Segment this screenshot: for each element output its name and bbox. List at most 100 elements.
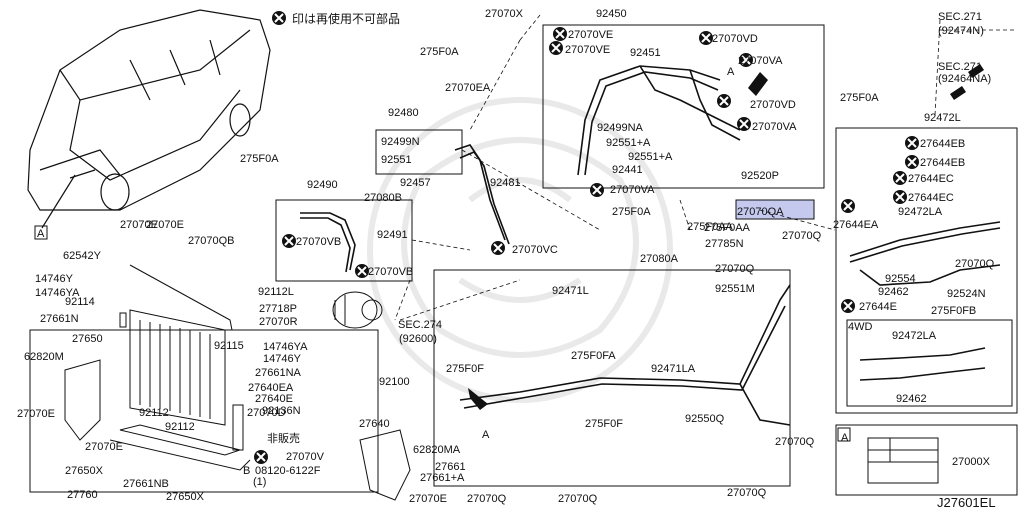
box-a-detail [837,427,851,442]
part-label: 27070EA [445,82,491,94]
no-reuse-icon [905,155,919,169]
part-label: 27080A [640,253,679,265]
part-label: 27785N [705,238,744,250]
box-92490 [275,199,413,282]
part-label: 08120-6122F [255,465,321,477]
part-label: 27000X [952,456,991,468]
no-reuse-icon [282,234,296,248]
part-label: 27070Q [558,493,598,505]
part-label: A [727,66,735,78]
part-label: 27070VA [752,121,797,133]
part-label: (92600) [399,333,437,345]
label-plate [867,437,939,484]
part-label: 27718P [259,303,297,315]
highlight-27070qa [735,199,815,220]
part-label: 27644EC [908,173,954,185]
part-label: 27640 [359,418,390,430]
watermark [367,97,673,403]
part-label: 27070Q [727,487,767,499]
box-detail-a [835,424,1018,496]
part-label: 27070X [485,8,524,20]
part-label: 27070D [247,407,286,419]
no-reuse-icon [355,264,369,278]
box-92480 [375,129,463,175]
part-label: 92490 [307,179,338,191]
part-label: 14746Y [35,273,74,285]
part-label: 92499NA [597,122,644,134]
part-label: 27650X [166,491,205,503]
vehicle-illustration [27,9,271,229]
part-label: 4WD [848,321,873,333]
callout-boxes [29,24,1018,496]
part-label: 92462 [896,393,927,405]
part-label: 27644EC [908,192,954,204]
part-label: 27644EB [920,138,965,150]
part-label: 27080B [364,192,402,204]
part-label: 92472LA [892,330,937,342]
part-label: 27070VB [296,236,341,248]
part-label: 27070E [146,219,184,231]
part-label: 27070E [85,441,123,453]
part-label: 27661NA [255,367,302,379]
part-label: 27760 [67,489,98,501]
part-label: (1) [253,476,266,488]
part-label: 27070VE [565,44,610,56]
part-label: 27070V [286,451,325,463]
part-label: 27070E [120,219,158,231]
part-label: 27640E [255,393,293,405]
no-reuse-icon [590,183,604,197]
part-label: 27070Q [955,258,995,270]
part-label: 92450 [596,8,627,20]
part-label: 27644EA [833,219,879,231]
no-reuse-icon [717,94,731,108]
part-label: 92441 [612,164,643,176]
part-label: 92551+A [606,137,651,149]
part-label: 27650 [72,333,103,345]
part-label: 92491 [377,229,408,241]
no-reuse-icon [739,53,753,67]
part-label: 27661+A [420,472,465,484]
part-label: 92524N [947,288,986,300]
box-92100 [29,329,379,493]
part-label: (92474N) [938,25,984,37]
part-label: 27070VA [738,55,783,67]
part-label: 27070QB [188,235,234,247]
part-label: SEC.271 [938,61,982,73]
part-label: 27070VE [568,29,613,41]
box-a-vehicle [34,225,48,240]
part-label: 92499N [381,136,420,148]
no-reuse-icon [905,136,919,150]
part-label: 92100 [379,376,410,388]
part-label: 92115 [214,340,244,352]
part-label: 非販売 [267,432,300,445]
part-label: 92114 [65,296,95,308]
pipes [300,65,1001,426]
part-label: 275F0FA [571,350,616,362]
part-label: (92464NA) [938,73,991,85]
part-label: 92112 [139,407,169,419]
part-label: 92520P [741,170,779,182]
part-label: 27661 [435,461,466,473]
part-label: 275F0A [840,92,879,104]
part-label: 27070QA [737,206,784,218]
leader-lines [394,14,1016,321]
part-label: 27070Q [775,436,815,448]
part-label: 27070VB [368,266,413,278]
part-label: 92551+A [628,151,673,163]
no-reuse-icon [254,450,268,464]
shrouds [64,359,411,501]
part-label: 27650X [65,465,104,477]
no-reuse-icon [893,171,907,185]
legend-x-icon [272,11,286,25]
part-label: 27644EB [920,157,965,169]
box-4wd [846,319,1013,407]
no-reuse-icon [491,241,505,255]
part-label: 92480 [388,107,419,119]
part-label: 275F0A [420,46,459,58]
part-label: 275F0F [446,363,484,375]
part-label: 14746YA [263,341,308,353]
part-label: 92112 [165,421,195,433]
